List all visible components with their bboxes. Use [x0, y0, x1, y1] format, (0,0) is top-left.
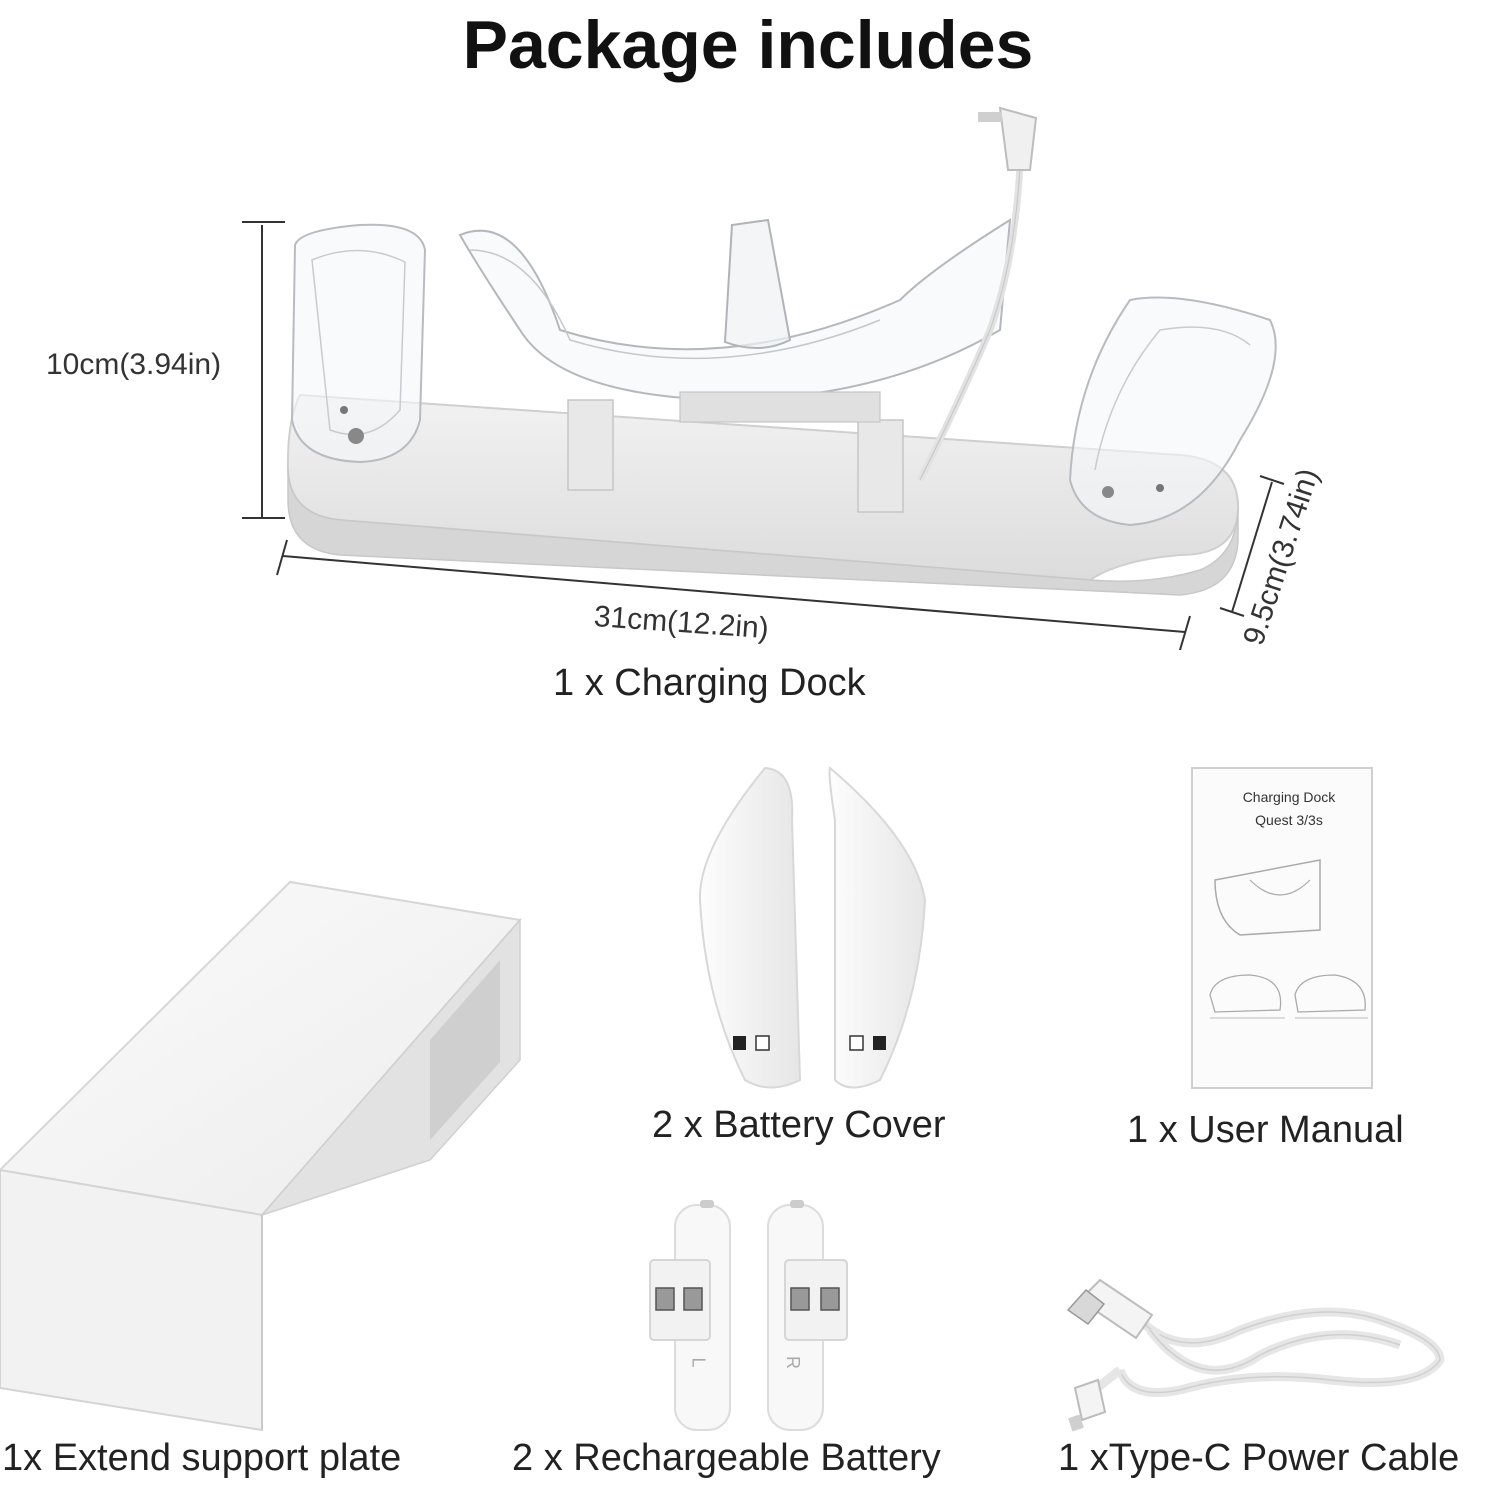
- dimension-lines: [242, 221, 1285, 651]
- battery-left-mark: L: [688, 1357, 709, 1368]
- support-plate-caption: 1x Extend support plate: [2, 1437, 402, 1479]
- height-dimension-label: 10cm(3.94in): [46, 348, 222, 381]
- battery-caption: 2 x Rechargeable Battery: [512, 1437, 941, 1479]
- battery-right-mark: R: [783, 1356, 803, 1369]
- user-manual-caption: 1 x User Manual: [1127, 1109, 1404, 1151]
- manual-cover-title: Charging Dock: [1242, 789, 1336, 805]
- battery-cover-caption: 2 x Battery Cover: [652, 1104, 946, 1146]
- page-title: Package includes: [462, 7, 1034, 83]
- cable-image: [1066, 1278, 1445, 1432]
- battery-covers-image: [698, 766, 927, 1089]
- support-plate-image: [0, 880, 522, 1432]
- charging-dock-caption: 1 x Charging Dock: [553, 662, 866, 704]
- batteries-image: [649, 1200, 848, 1431]
- manual-cover-subtitle: Quest 3/3s: [1255, 812, 1323, 828]
- user-manual-image: [1191, 767, 1373, 1089]
- cable-caption: 1 xType-C Power Cable: [1058, 1437, 1460, 1479]
- charging-dock-image: [286, 106, 1277, 596]
